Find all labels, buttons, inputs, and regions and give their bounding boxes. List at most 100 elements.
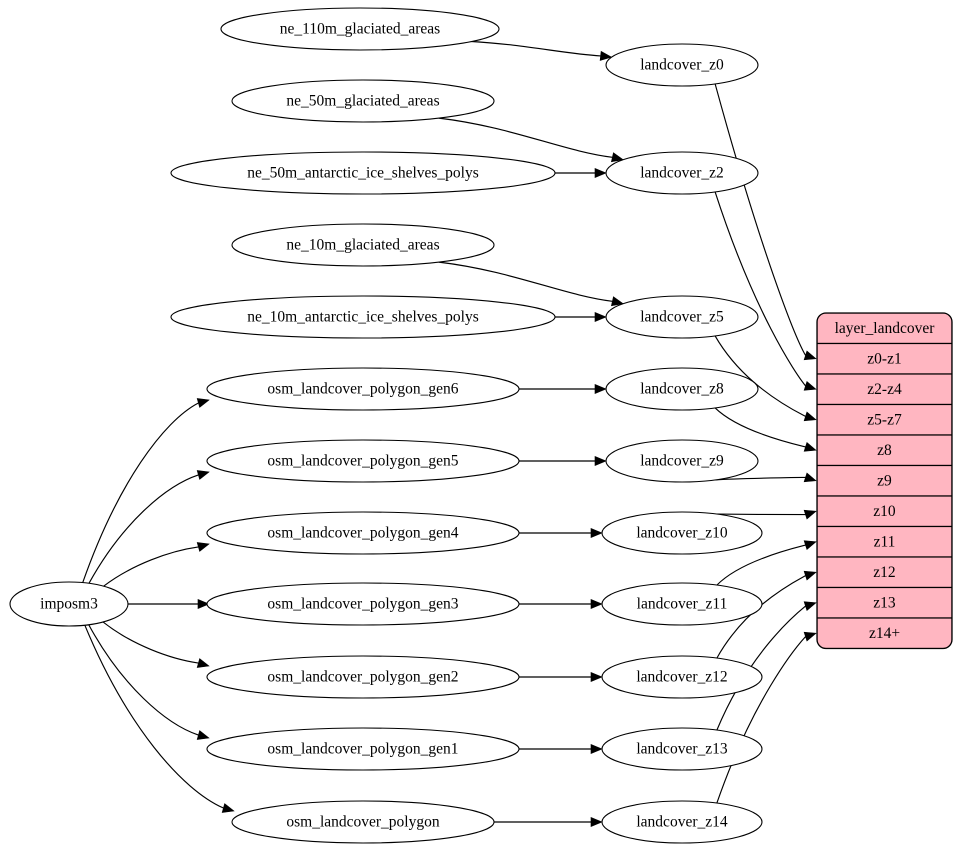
- node-label-osm_landcover_polygon_gen1: osm_landcover_polygon_gen1: [267, 741, 458, 758]
- arrowhead-landcover_z12--row8: [803, 570, 817, 581]
- table-row[interactable]: z2-z4: [817, 373, 952, 406]
- table-row[interactable]: z9: [817, 464, 952, 497]
- node-ne_50m_glaciated_areas[interactable]: ne_50m_glaciated_areas: [231, 79, 495, 123]
- arrowhead-landcover_z14--row10: [803, 631, 817, 642]
- node-ellipse-landcover_z5: [605, 295, 759, 339]
- node-label-landcover_z13: landcover_z13: [636, 741, 727, 758]
- table-row[interactable]: z8: [817, 434, 952, 467]
- node-ellipse-osm_landcover_polygon_gen5: [206, 439, 520, 483]
- node-osm_landcover_polygon_gen6[interactable]: osm_landcover_polygon_gen6: [206, 367, 520, 411]
- node-ne_50m_antarctic_ice_shelves_polys[interactable]: ne_50m_antarctic_ice_shelves_polys: [170, 151, 556, 195]
- arrowhead-osm_landcover_polygon_gen1--landcover_z13: [590, 743, 603, 755]
- node-osm_landcover_polygon_gen4[interactable]: osm_landcover_polygon_gen4: [206, 511, 520, 555]
- node-label-osm_landcover_polygon: osm_landcover_polygon: [286, 814, 440, 831]
- node-label-ne_110m_glaciated_areas: ne_110m_glaciated_areas: [280, 21, 440, 38]
- edge-landcover_z8--row4: [714, 407, 806, 448]
- edge-landcover_z2--row2: [714, 191, 806, 387]
- table-row[interactable]: z13: [817, 586, 952, 619]
- arrowhead-osm_landcover_polygon--landcover_z14: [590, 816, 603, 828]
- table-row[interactable]: z11: [817, 525, 952, 558]
- arrowhead-ne_50m_glaciated_areas--landcover_z2: [611, 152, 624, 163]
- edge-landcover_z5--row3: [714, 335, 806, 417]
- node-label-osm_landcover_polygon_gen3: osm_landcover_polygon_gen3: [267, 596, 458, 613]
- arrowhead-osm_landcover_polygon_gen3--landcover_z11: [590, 598, 603, 610]
- arrowhead-ne_10m_antarctic_ice_shelves_polys--landcover_z5: [594, 311, 607, 323]
- node-landcover_z2[interactable]: landcover_z2: [605, 151, 759, 195]
- table-row[interactable]: z14+: [817, 617, 952, 649]
- table-cell-label: z9: [877, 472, 892, 489]
- node-ne_10m_glaciated_areas[interactable]: ne_10m_glaciated_areas: [231, 223, 495, 267]
- node-label-landcover_z10: landcover_z10: [636, 525, 727, 542]
- node-imposm3[interactable]: imposm3: [9, 581, 129, 627]
- node-landcover_z0[interactable]: landcover_z0: [605, 43, 759, 87]
- node-landcover_z12[interactable]: landcover_z12: [601, 655, 763, 699]
- node-label-osm_landcover_polygon_gen6: osm_landcover_polygon_gen6: [267, 381, 458, 398]
- edge-landcover_z12--row8: [716, 575, 806, 659]
- node-label-landcover_z2: landcover_z2: [640, 165, 724, 182]
- node-osm_landcover_polygon_gen1[interactable]: osm_landcover_polygon_gen1: [206, 727, 520, 771]
- node-osm_landcover_polygon_gen5[interactable]: osm_landcover_polygon_gen5: [206, 439, 520, 483]
- node-osm_landcover_polygon_gen2[interactable]: osm_landcover_polygon_gen2: [206, 655, 520, 699]
- table-row[interactable]: z10: [817, 495, 952, 528]
- node-ellipse-ne_50m_antarctic_ice_shelves_polys: [170, 151, 556, 195]
- node-label-osm_landcover_polygon_gen2: osm_landcover_polygon_gen2: [267, 669, 458, 686]
- arrowhead-landcover_z5--row3: [803, 411, 817, 422]
- arrowhead-imposm3--osm_landcover_polygon_gen1: [196, 730, 210, 740]
- arrowhead-landcover_z2--row2: [803, 380, 817, 391]
- node-ellipse-ne_10m_antarctic_ice_shelves_polys: [170, 295, 556, 339]
- table-cell-z14+: [817, 617, 952, 649]
- node-landcover_z10[interactable]: landcover_z10: [601, 511, 763, 555]
- node-label-osm_landcover_polygon_gen5: osm_landcover_polygon_gen5: [267, 453, 458, 470]
- table-row[interactable]: z0-z1: [817, 342, 952, 375]
- node-label-ne_50m_antarctic_ice_shelves_polys: ne_50m_antarctic_ice_shelves_polys: [247, 165, 479, 182]
- node-ellipse-landcover_z8: [605, 367, 759, 411]
- node-ellipse-osm_landcover_polygon_gen2: [206, 655, 520, 699]
- table-cell-label: z12: [873, 564, 895, 581]
- node-ne_10m_antarctic_ice_shelves_polys[interactable]: ne_10m_antarctic_ice_shelves_polys: [170, 295, 556, 339]
- node-ne_110m_glaciated_areas[interactable]: ne_110m_glaciated_areas: [220, 7, 500, 51]
- edge-imposm3--osm_landcover_polygon: [84, 624, 224, 809]
- node-landcover_z5[interactable]: landcover_z5: [605, 295, 759, 339]
- arrowhead-imposm3--osm_landcover_polygon_gen5: [196, 470, 210, 480]
- edges-layer: [82, 40, 817, 828]
- node-ellipse-landcover_z2: [605, 151, 759, 195]
- table-row[interactable]: z5-z7: [817, 403, 952, 436]
- table-cell-z2-z4: [817, 373, 952, 406]
- layer-landcover-table: layer_landcover z0-z1 z2-z4 z5-z7 z8 z9 z10 z11…: [816, 312, 953, 650]
- node-ellipse-osm_landcover_polygon_gen6: [206, 367, 520, 411]
- table-cell-label: z8: [877, 442, 892, 459]
- node-ellipse-ne_10m_glaciated_areas: [231, 223, 495, 267]
- table-outline: [816, 312, 953, 650]
- arrowhead-osm_landcover_polygon_gen2--landcover_z12: [590, 671, 603, 683]
- table-header-row[interactable]: layer_landcover: [817, 313, 952, 345]
- node-osm_landcover_polygon[interactable]: osm_landcover_polygon: [231, 800, 495, 844]
- edge-landcover_z0--row1: [714, 83, 807, 356]
- edge-landcover_z10--row6: [716, 513, 806, 516]
- node-ellipse-landcover_z9: [605, 439, 759, 483]
- node-label-landcover_z11: landcover_z11: [637, 596, 728, 613]
- node-label-ne_10m_glaciated_areas: ne_10m_glaciated_areas: [286, 237, 439, 254]
- table-cell-label: z10: [873, 503, 896, 520]
- node-ellipse-landcover_z11: [601, 582, 763, 626]
- table-bands: layer_landcover z0-z1 z2-z4 z5-z7 z8 z9 z10 z11…: [817, 313, 952, 649]
- edge-landcover_z11--row7: [716, 544, 806, 586]
- edge-imposm3--osm_landcover_polygon_gen5: [88, 474, 199, 584]
- table-row[interactable]: z12: [817, 556, 952, 589]
- node-osm_landcover_polygon_gen3[interactable]: osm_landcover_polygon_gen3: [206, 582, 520, 626]
- node-ellipse-osm_landcover_polygon_gen3: [206, 582, 520, 626]
- node-landcover_z14[interactable]: landcover_z14: [601, 800, 763, 844]
- arrowhead-osm_landcover_polygon_gen5--landcover_z9: [594, 455, 607, 467]
- node-label-landcover_z9: landcover_z9: [640, 453, 724, 470]
- node-label-ne_10m_antarctic_ice_shelves_polys: ne_10m_antarctic_ice_shelves_polys: [247, 309, 479, 326]
- arrowhead-imposm3--osm_landcover_polygon: [221, 803, 235, 813]
- table-header-label: layer_landcover: [835, 320, 936, 337]
- node-landcover_z11[interactable]: landcover_z11: [601, 582, 763, 626]
- node-landcover_z8[interactable]: landcover_z8: [605, 367, 759, 411]
- table-cell-label: z13: [873, 594, 896, 611]
- table-cell-label: z2-z4: [867, 381, 902, 398]
- node-landcover_z13[interactable]: landcover_z13: [601, 727, 763, 771]
- arrowhead-landcover_z9--row5: [803, 472, 817, 483]
- node-landcover_z9[interactable]: landcover_z9: [605, 439, 759, 483]
- edge-ne_110m_glaciated_areas--landcover_z0: [471, 40, 601, 57]
